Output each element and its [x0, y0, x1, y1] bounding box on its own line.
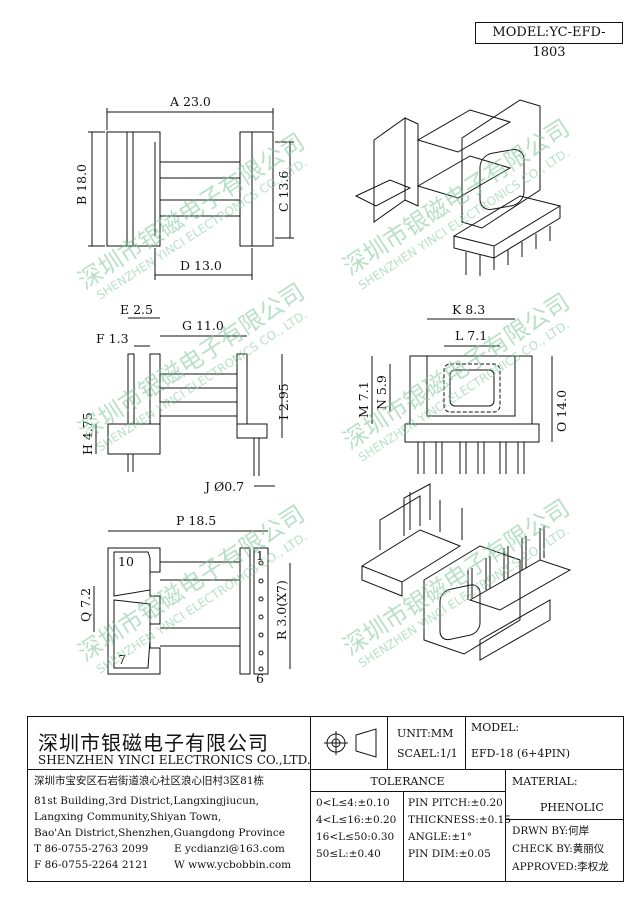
dim-i: I 2.95	[276, 383, 291, 420]
scale-label: SCAEL:1/1	[397, 747, 458, 760]
dim-f: F 1.3	[96, 331, 129, 346]
dim-j: J Ø0.7	[203, 479, 244, 494]
front-view	[88, 108, 294, 280]
technical-drawing: A 23.0 B 18.0 C 13.6 D 13.0	[73, 94, 575, 686]
watermark: 深圳市银磁电子有限公司 SHENZHEN YINCI ELECTRONICS C…	[73, 114, 575, 677]
tol-3: 16<L≤50:0.30	[316, 831, 395, 843]
pin-7-label: 7	[118, 652, 126, 667]
material-value: PHENOLIC	[540, 801, 604, 814]
address-cn: 深圳市宝安区石岩街道浪心社区浪心旧村3区81栋	[34, 775, 265, 787]
company-name-cn: 深圳市银磁电子有限公司	[38, 731, 269, 755]
fax: F 86-0755-2264 2121	[34, 859, 149, 871]
tol-2: 4<L≤16:±0.20	[316, 814, 397, 826]
end-view	[371, 318, 553, 474]
website: W www.ycbobbin.com	[174, 859, 292, 871]
model-label-tb: MODEL:	[471, 721, 520, 734]
dim-e: E 2.5	[120, 302, 153, 317]
svg-text:深圳市银磁电子有限公司: 深圳市银磁电子有限公司	[73, 278, 310, 445]
drawn-by: DRWN BY:何岸	[512, 825, 590, 837]
title-block: 深圳市银磁电子有限公司 SHENZHEN YINCI ELECTRONICS C…	[27, 716, 624, 882]
dim-d: D 13.0	[180, 258, 222, 273]
material-label: MATERIAL:	[512, 775, 578, 788]
approved-by: APPROVED:李权龙	[512, 861, 609, 873]
dim-q: Q 7.2	[78, 588, 93, 622]
pin-dim: PIN DIM:±0.05	[408, 848, 491, 860]
tol-1: 0<L≤4:±0.10	[316, 797, 390, 809]
tolerance-title: TOLERANCE	[370, 775, 445, 788]
thickness: THICKNESS:±0.15	[408, 814, 511, 826]
tel: T 86-0755-2763 2099	[34, 843, 149, 855]
side-view	[95, 317, 283, 487]
dim-h: H 4.75	[80, 412, 95, 455]
tol-4: 50≤L:±0.40	[316, 848, 381, 860]
address-en-2: Langxing Community,Shiyan Town,	[34, 811, 222, 823]
pin-pitch: PIN PITCH:±0.20	[408, 797, 503, 809]
pin-6-label: 6	[256, 671, 264, 686]
company-name-en: SHENZHEN YINCI ELECTRONICS CO.,LTD.	[38, 753, 311, 767]
dim-b: B 18.0	[74, 164, 89, 205]
iso-view-top	[354, 99, 562, 276]
bottom-view	[93, 530, 291, 675]
address-en-1: 81st Building,3rd District,Langxingjiucu…	[34, 795, 259, 807]
unit-label: UNIT:MM	[397, 727, 454, 740]
dim-a: A 23.0	[169, 94, 211, 109]
dim-l: L 7.1	[455, 328, 487, 343]
model-label: MODEL:YC-EFD-1803	[475, 22, 623, 60]
dim-r: R 3.0(X7)	[274, 580, 289, 640]
dim-g: G 11.0	[182, 318, 224, 333]
pin-1-label: 1	[256, 548, 264, 563]
dim-m: M 7.1	[356, 381, 371, 418]
iso-view-bottom	[360, 483, 572, 661]
check-by: CHECK BY:黄丽仪	[512, 843, 605, 855]
address-en-3: Bao'An District,Shenzhen,Guangdong Provi…	[34, 827, 285, 839]
pin-10-label: 10	[118, 554, 134, 569]
angle: ANGLE:±1°	[408, 831, 473, 843]
dim-n: N 5.9	[374, 375, 389, 410]
model-value: EFD-18 (6+4PIN)	[471, 747, 571, 760]
dim-o: O 14.0	[554, 390, 569, 432]
svg-text:深圳市银磁电子有限公司: 深圳市银磁电子有限公司	[338, 494, 575, 661]
dim-k: K 8.3	[452, 302, 485, 317]
svg-text:SHENZHEN YINCI ELECTRONICS CO.: SHENZHEN YINCI ELECTRONICS CO., LTD.	[356, 524, 572, 671]
projection-symbol-icon	[324, 723, 377, 763]
dim-c: C 13.6	[276, 171, 291, 212]
svg-text:SHENZHEN YINCI ELECTRONICS CO.: SHENZHEN YINCI ELECTRONICS CO., LTD.	[356, 146, 572, 293]
email: E ycdianzi@163.com	[174, 843, 285, 855]
dim-p: P 18.5	[176, 513, 216, 528]
